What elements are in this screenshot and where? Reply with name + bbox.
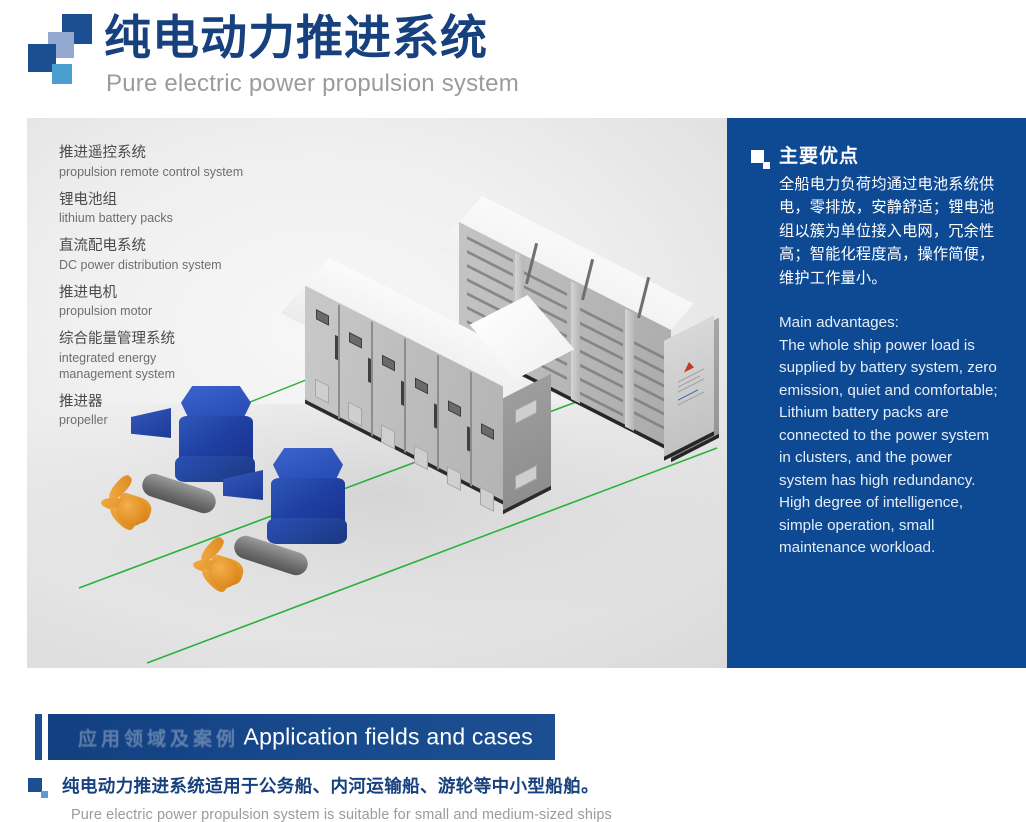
label-en: propulsion remote control system [59,164,244,179]
logo-square-4 [52,64,72,84]
footer-row: 纯电动力推进系统适用于公务船、内河运输船、游轮等中小型船舶。 [28,775,1008,800]
advantages-text-en: The whole ship power load is supplied by… [779,336,998,557]
application-section: 应用领域及案例 Application fields and cases 纯电动… [0,712,1026,822]
floor-shadow [27,404,727,668]
battery-rack-endcap [664,315,714,461]
advantages-body-cn: 全船电力负荷均通过电池系统供电，零排放，安静舒适；锂电池组以簇为单位接入电网，冗… [779,175,995,287]
label-item: 推进器 propeller [59,393,319,429]
application-footer: 纯电动力推进系统适用于公务船、内河运输船、游轮等中小型船舶。 Pure elec… [28,775,1008,822]
page-title-en: Pure electric power propulsion system [106,70,519,97]
advantages-title: 主要优点 [779,146,860,167]
page-header: 纯电动力推进系统 Pure electric power propulsion … [0,0,1026,112]
cabinet-side [503,373,551,515]
label-en: lithium battery packs [59,211,173,226]
banner-title-en: Application fields and cases [243,723,533,750]
banner-accent-bar [35,714,42,760]
footer-text-cn: 纯电动力推进系统适用于公务船、内河运输船、游轮等中小型船舶。 [62,776,599,796]
component-label-list: 推进遥控系统 propulsion remote control system … [59,144,319,439]
advantages-heading-row: 主要优点 [751,144,1004,171]
label-cn: 推进器 [59,393,103,410]
label-cn: 直流配电系统 [59,238,146,255]
label-en: propeller [59,413,108,428]
square-bullet-icon [28,778,50,800]
footer-text-en: Pure electric power propulsion system is… [71,807,612,822]
label-cn: 推进遥控系统 [59,145,146,161]
label-en: DC power distribution system [59,257,222,272]
application-banner: 应用领域及案例 Application fields and cases [48,714,555,760]
label-item: 锂电池组 lithium battery packs [59,191,319,227]
system-diagram-image: 推进遥控系统 propulsion remote control system … [27,118,727,668]
advantages-lead-en: Main advantages: [779,314,899,332]
label-cn: 推进电机 [59,284,117,301]
label-item: 推进电机 propulsion motor [59,284,319,320]
square-bullet-icon [751,150,771,170]
label-item: 推进遥控系统 propulsion remote control system [59,144,319,180]
label-en: propulsion motor [59,304,153,319]
advantages-body-en: Main advantages: The whole ship power lo… [779,312,998,560]
page-title-cn: 纯电动力推进系统 [104,11,488,64]
main-advantages-panel: 主要优点 全船电力负荷均通过电池系统供电，零排放，安静舒适；锂电池组以簇为单位接… [727,118,1026,668]
company-logo-icon [28,12,100,84]
label-en: integrated energy management system [59,350,176,381]
label-item: 直流配电系统 DC power distribution system [59,237,319,273]
label-item: 综合能量管理系统 integrated energy management sy… [59,330,319,382]
logo-square-3 [28,44,56,72]
banner-title-cn: 应用领域及案例 [78,728,240,750]
label-cn: 综合能量管理系统 [59,331,175,348]
label-cn: 锂电池组 [59,191,117,208]
